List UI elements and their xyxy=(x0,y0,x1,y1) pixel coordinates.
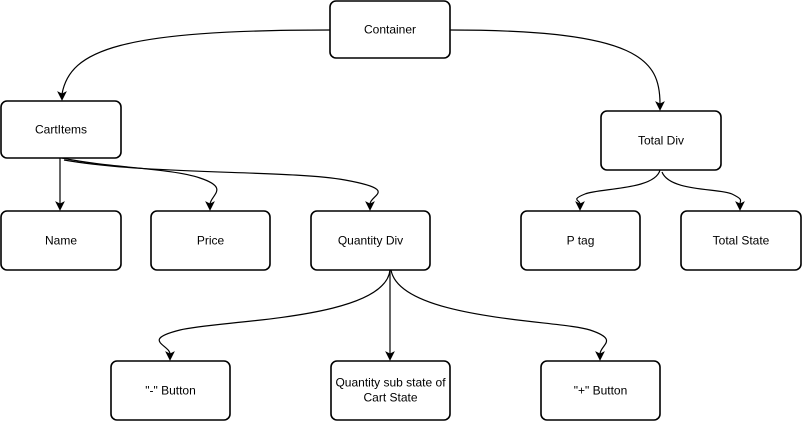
arrowhead-icon xyxy=(655,101,665,111)
edge-quantitydiv-to-plusbutton xyxy=(390,269,607,361)
node-plusbutton[interactable]: "+" Button xyxy=(540,360,661,421)
arrowhead-icon xyxy=(205,201,215,211)
node-box xyxy=(0,100,122,159)
edge-container-to-cartitems xyxy=(57,29,331,101)
node-label: "+" Button xyxy=(574,384,628,398)
node-box xyxy=(540,360,661,421)
node-box xyxy=(110,360,231,421)
arrowhead-icon xyxy=(575,201,585,211)
arrowhead-icon xyxy=(55,201,65,211)
arrowhead-icon xyxy=(165,351,175,361)
connector-line xyxy=(63,159,379,205)
edge-cartitems-to-price xyxy=(61,157,218,211)
edge-totaldiv-to-totalstate xyxy=(661,171,745,211)
node-label: P tag xyxy=(567,234,595,248)
connector-line xyxy=(449,29,661,105)
edge-quantitydiv-to-minusbutton xyxy=(158,269,391,361)
node-label: Total State xyxy=(713,234,770,248)
edges-layer xyxy=(55,29,745,361)
node-price[interactable]: Price xyxy=(150,210,271,271)
node-totalstate[interactable]: Total State xyxy=(680,210,802,271)
node-label: "-" Button xyxy=(145,384,196,398)
arrowhead-icon xyxy=(385,351,395,361)
node-box xyxy=(680,210,802,271)
node-ptag[interactable]: P tag xyxy=(520,210,641,271)
node-box xyxy=(150,210,271,271)
node-box xyxy=(329,0,451,59)
node-label: Container xyxy=(364,23,416,37)
connector-line xyxy=(61,157,218,205)
node-label-line: Quantity sub state of xyxy=(335,376,446,390)
node-label-line: Cart State xyxy=(363,391,417,405)
node-label: Name xyxy=(45,234,77,248)
arrowhead-icon xyxy=(595,351,605,361)
node-quantitydiv[interactable]: Quantity Div xyxy=(310,210,431,271)
node-label: Quantity Div xyxy=(338,234,403,248)
node-totaldiv[interactable]: Total Div xyxy=(600,110,722,171)
connector-line xyxy=(661,171,742,205)
node-box xyxy=(310,210,431,271)
node-box xyxy=(330,360,451,421)
edge-quantitydiv-to-quantitysubstate xyxy=(385,270,395,361)
edge-cartitems-to-name xyxy=(55,158,65,211)
connector-line xyxy=(576,169,661,205)
arrowhead-icon xyxy=(57,91,67,101)
arrowhead-icon xyxy=(365,201,375,211)
node-minusbutton[interactable]: "-" Button xyxy=(110,360,231,421)
edge-cartitems-to-quantitydiv xyxy=(63,159,379,211)
connector-line xyxy=(158,269,391,355)
node-box xyxy=(520,210,641,271)
connector-line xyxy=(390,269,607,355)
node-box xyxy=(0,210,122,271)
edge-totaldiv-to-ptag xyxy=(575,169,661,211)
node-label: CartItems xyxy=(35,123,87,137)
node-container[interactable]: Container xyxy=(329,0,451,59)
node-label: Price xyxy=(197,234,225,248)
node-label: Total Div xyxy=(638,134,684,148)
arrowhead-icon xyxy=(735,201,745,211)
connector-line xyxy=(61,29,331,95)
node-cartitems[interactable]: CartItems xyxy=(0,100,122,159)
node-name[interactable]: Name xyxy=(0,210,122,271)
edge-container-to-totaldiv xyxy=(449,29,665,111)
node-box xyxy=(600,110,722,171)
